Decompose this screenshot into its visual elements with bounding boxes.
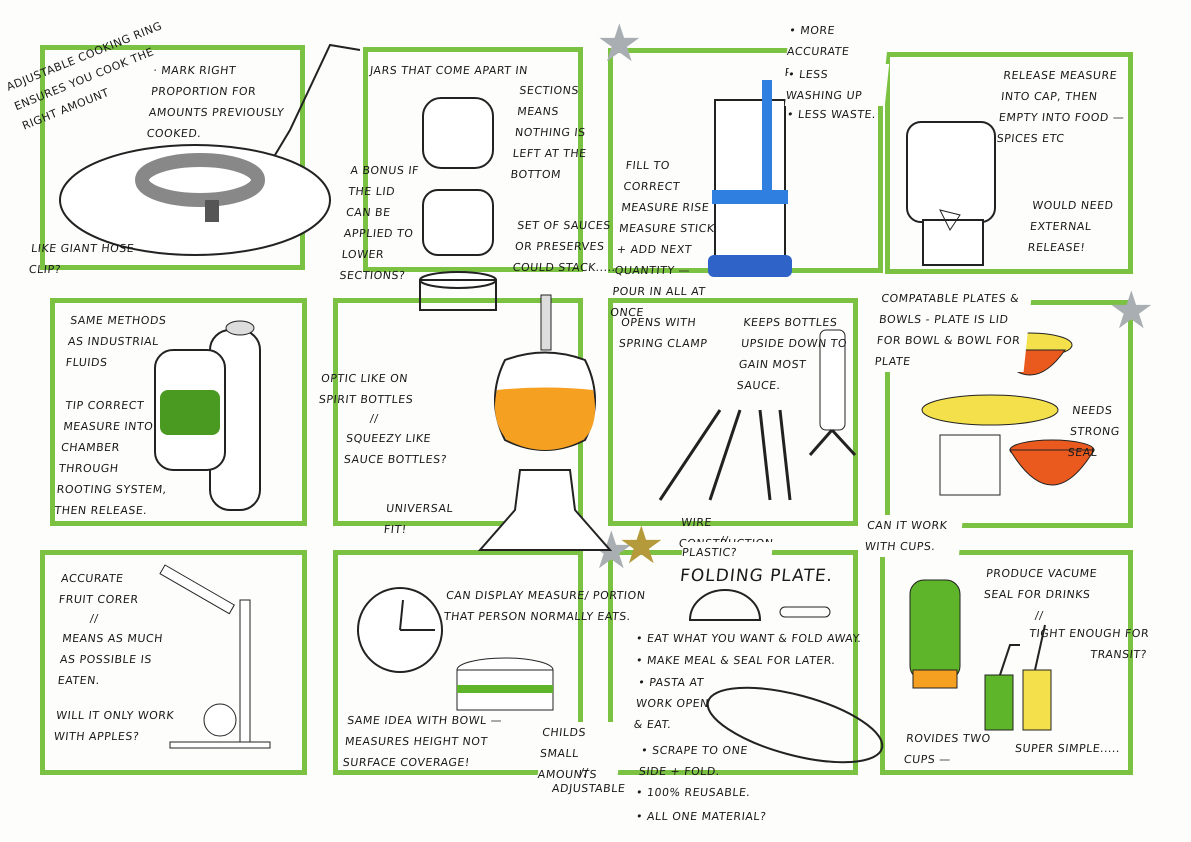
note: Plastic? — [680, 542, 774, 563]
fruit-corer-drawing — [159, 564, 271, 749]
optic-bottle-drawing — [477, 294, 613, 551]
note: Super simple..... — [1014, 742, 1121, 755]
panel-frame — [885, 52, 1133, 274]
release-cap-drawing — [906, 121, 996, 266]
panel-frame — [40, 550, 307, 775]
stacking-jars-drawing — [419, 97, 497, 311]
panel-frame — [363, 47, 583, 272]
note: Produce vacume seal for drinks — [983, 567, 1098, 601]
note: // — [89, 612, 100, 625]
panel-frame — [608, 298, 858, 526]
note: Keeps bottles upside down to gain most s… — [736, 316, 848, 392]
note: Release measure into cap, then empty int… — [996, 69, 1126, 145]
note: Would need external release! — [1027, 199, 1115, 254]
pan-with-ring-drawing — [59, 43, 361, 256]
note: • Make meal & seal for later. — [635, 654, 837, 667]
note: Opens with spring clamp — [618, 316, 709, 350]
note: Can it work with cups. — [863, 515, 964, 557]
note: Needs strong seal — [1067, 404, 1121, 459]
silver-star-icon: ★ — [1108, 281, 1155, 341]
note: Optic like on spirit bottles — [318, 372, 414, 406]
silver-star-icon: ★ — [596, 14, 643, 74]
note: · Mark right proportion for amounts prev… — [146, 64, 285, 140]
note: Compatable plates & bowls - plate is lid… — [873, 288, 1033, 372]
folding-plate-title: Folding plate. — [679, 566, 835, 586]
note: Same methods as industrial fluids — [65, 314, 168, 369]
note: Jars that come apart in — [369, 64, 529, 77]
note: Like giant hose clip? — [28, 242, 135, 276]
note: Accurate fruit corer — [58, 572, 140, 606]
measure-stick-drawing — [708, 80, 792, 277]
note: Rovides two cups — — [903, 732, 992, 766]
note: Tip correct measure into chamber through… — [53, 399, 168, 517]
fluid-dispenser-drawing — [154, 320, 261, 511]
portion-clock-drawing — [357, 587, 554, 711]
note: Same idea with bowl — measures height no… — [342, 714, 503, 769]
note: Means as much as possible is eaten. — [57, 632, 164, 687]
note: // — [369, 412, 380, 425]
note: • Pasta at work open & eat. — [633, 676, 710, 731]
panel-frame — [880, 550, 1133, 775]
note: sections means nothing is left at the bo… — [509, 84, 588, 181]
panel-frame — [50, 298, 307, 526]
note: • 100% reusable. — [635, 786, 752, 799]
note: Set of sauces or preserves could stack..… — [512, 219, 617, 274]
folding-plate-drawing — [688, 589, 884, 764]
note: • Eat what you want & fold away. — [635, 632, 863, 645]
note: Fill to correct measure rise measure sti… — [609, 159, 716, 319]
note: Tight enough for transit? — [1028, 627, 1150, 661]
panel-frame — [40, 45, 305, 270]
vacuum-cups-drawing — [909, 579, 1052, 731]
note: • Scrape to one side + fold. — [638, 744, 749, 778]
note: • Less washing up — [784, 64, 890, 106]
note: • Less waste. — [786, 108, 877, 121]
note: Squeezy like sauce bottles? — [343, 432, 448, 466]
panel-frame — [333, 550, 583, 775]
note: Can display measure/ portion that person… — [443, 589, 647, 623]
note: • All one material? — [635, 810, 767, 823]
spring-clamp-drawing — [658, 329, 857, 501]
note: A bonus if the lid can be applied to low… — [338, 164, 420, 282]
note: Universal fit! — [383, 502, 454, 536]
note: Will it only work with apples? — [53, 709, 175, 743]
gold-star-icon: ★ — [618, 516, 665, 576]
